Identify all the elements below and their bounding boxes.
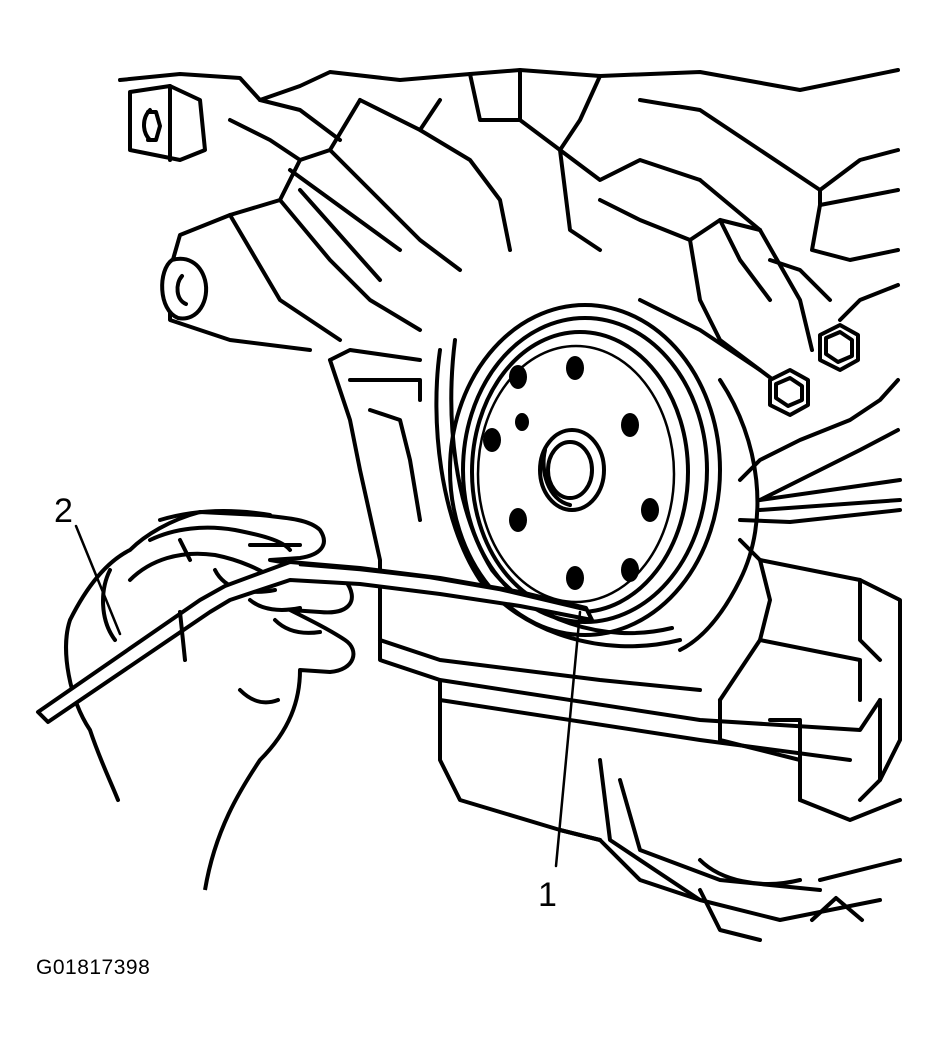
- callout-leaders: [74, 524, 582, 868]
- figure-code: G01817398: [36, 956, 151, 979]
- callout-label-1: 1: [538, 876, 557, 914]
- oil-pan: [378, 538, 902, 942]
- seal-removal-tool: [36, 560, 594, 724]
- seal-housing: [434, 338, 760, 652]
- callout-label-2: 2: [54, 492, 73, 530]
- engine-block: [118, 68, 902, 692]
- callout-2-leader: [74, 524, 122, 636]
- callout-1-leader: [554, 610, 582, 868]
- direction-arrow-icon: [810, 896, 864, 922]
